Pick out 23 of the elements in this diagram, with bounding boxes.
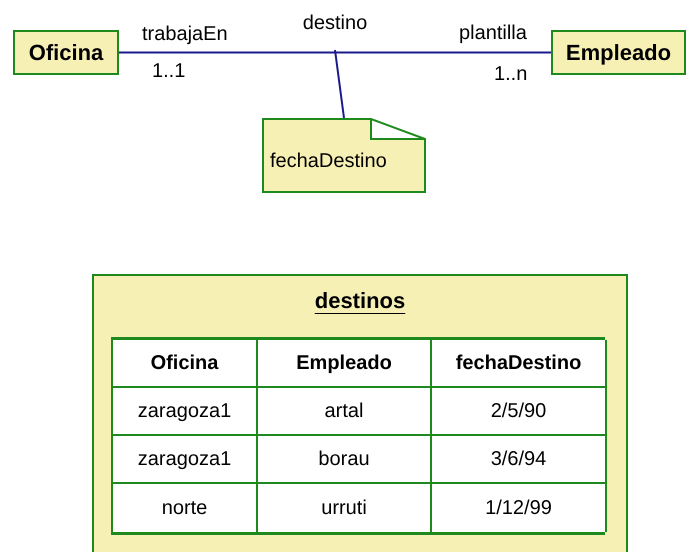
class-box: Empleado [551,30,686,75]
table-cell: norte [113,484,258,532]
column-header: Oficina [113,340,258,388]
table-cell: 3/6/94 [432,436,607,484]
table-cell: urruti [258,484,432,532]
multiplicity: 1..1 [152,60,186,83]
relation-title: destinos [314,288,406,314]
table-cell: zaragoza1 [113,436,258,484]
class-box: Oficina [13,30,119,75]
multiplicity: 1..n [494,63,528,86]
table-cell: zaragoza1 [113,388,258,436]
table-cell: borau [258,436,432,484]
column-header: Empleado [258,340,432,388]
relation-panel [92,274,628,552]
column-header: fechaDestino [432,340,607,388]
association-line [119,52,551,54]
table-cell: 2/5/90 [432,388,607,436]
table-cell: 1/12/99 [432,484,607,532]
note-link-line [334,50,345,118]
role-name: plantilla [459,22,527,45]
table-cell: artal [258,388,432,436]
note-text: fechaDestino [270,150,387,173]
role-name: trabajaEn [142,23,228,46]
